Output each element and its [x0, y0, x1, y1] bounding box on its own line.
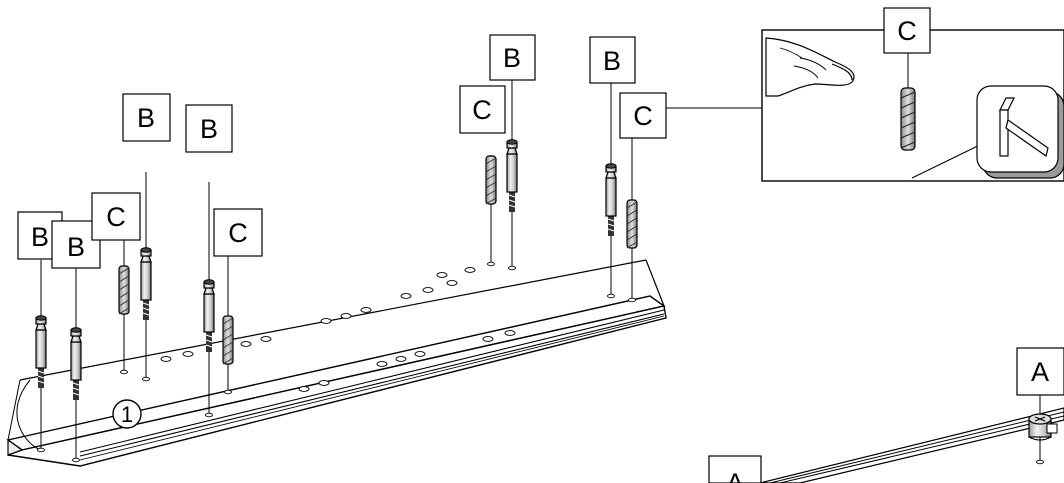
callout-label-b-3: B: [137, 103, 155, 133]
detail-inset: C: [761, 7, 1064, 182]
callout-b-5: [489, 34, 536, 81]
callout-label-a-2: A: [726, 468, 744, 483]
callout-label-b-2: B: [67, 232, 85, 262]
step-number: 1: [121, 402, 133, 427]
callout-label-c-1: C: [106, 202, 126, 232]
inset-detail-panel: [911, 85, 1064, 179]
callout-label-b-5: B: [503, 43, 521, 73]
callout-letters: B B C B B C C B B C A A: [31, 43, 1049, 483]
callout-c-1: [91, 192, 141, 241]
wood-dowel-c-4: [626, 199, 638, 249]
hand-illustration: [765, 37, 855, 97]
dowel-pin-b-2: [70, 327, 82, 401]
callout-a-1: [1016, 347, 1064, 396]
callout-c-4: [619, 92, 667, 139]
callout-label-b-6: B: [603, 46, 621, 76]
callout-label-c-5: C: [897, 16, 917, 46]
callout-b-3: [122, 93, 171, 142]
step-number-badge: 1: [112, 399, 142, 429]
wood-dowel-c-1: [118, 265, 130, 315]
dowel-pin-b-3: [140, 247, 152, 321]
wood-dowel-c-3: [485, 155, 497, 205]
panel-board: [6, 259, 667, 467]
dowel-pin-b-6: [605, 163, 617, 237]
callout-label-c-3: C: [472, 95, 492, 125]
second-panel: [759, 407, 1064, 483]
callout-label-a-1: A: [1031, 357, 1049, 387]
callout-label-b-1: B: [31, 222, 49, 252]
hardware-parts: [35, 139, 638, 401]
drop-points: [37, 261, 636, 463]
callout-c-5: [883, 7, 931, 54]
inset-dowel: [900, 53, 916, 151]
callout-label-c-2: C: [228, 218, 248, 248]
callout-boxes: [17, 34, 1064, 483]
callout-label-b-4: B: [200, 114, 218, 144]
callout-c-3: [459, 85, 506, 134]
panel-holes: [160, 267, 516, 392]
wood-dowel-c-2: [222, 315, 234, 365]
callout-c-2: [213, 208, 263, 257]
cam-lock-a: [1028, 413, 1058, 441]
callout-b-6: [589, 36, 636, 84]
callout-label-c-4: C: [633, 101, 653, 131]
dowel-pin-b-4: [203, 279, 215, 353]
callout-b-4: [185, 104, 233, 153]
dowel-pin-b-5: [506, 139, 518, 213]
callout-a-2: [708, 455, 762, 483]
